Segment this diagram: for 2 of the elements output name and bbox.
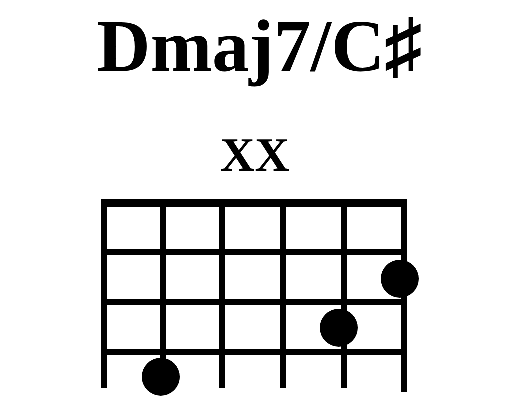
chord-name: Dmaj7/C♯ xyxy=(96,5,423,90)
muted-string-marks: XX xyxy=(219,128,291,184)
